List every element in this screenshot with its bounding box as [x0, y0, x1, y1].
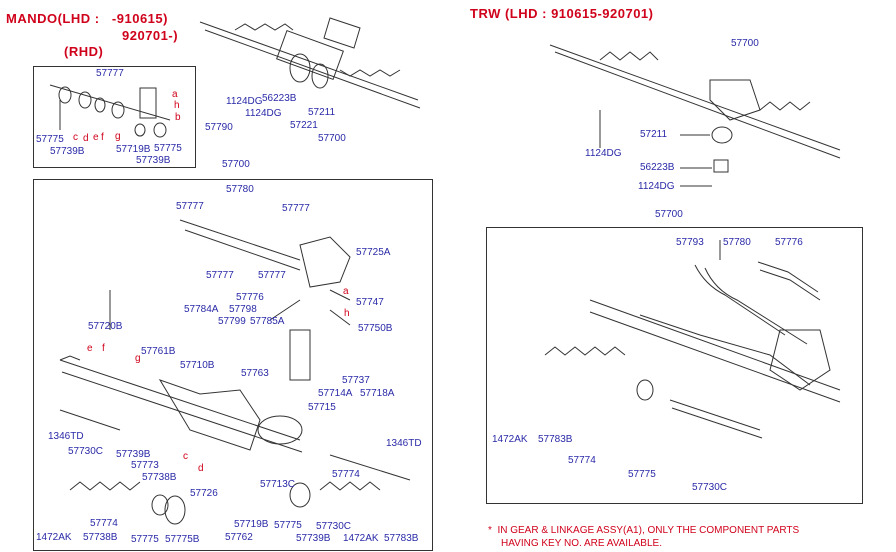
part-label: 1124DG: [585, 148, 622, 159]
key-letter: a: [172, 89, 178, 100]
part-label: 57783B: [384, 533, 419, 544]
part-label: 57739B: [50, 146, 85, 157]
part-label: 57774: [332, 469, 360, 480]
mando-header-line2: 920701-): [122, 28, 179, 43]
availability-note-line1: * IN GEAR & LINKAGE ASSY(A1), ONLY THE C…: [488, 525, 800, 536]
trw-header: TRW (LHD : 910615-920701): [470, 6, 654, 21]
part-label: 57739B: [116, 449, 151, 460]
part-label: 57774: [90, 518, 118, 529]
part-label: 57785A: [250, 316, 285, 327]
key-letter: g: [115, 131, 121, 142]
mando-header: MANDO(LHD : -910615): [6, 11, 168, 26]
key-letter: e: [93, 132, 99, 143]
rhd-box: [33, 66, 196, 168]
part-label: 57780: [226, 184, 254, 195]
part-label: 57710B: [180, 360, 215, 371]
key-letter: g: [135, 353, 141, 364]
mando-gear-box: [33, 179, 433, 551]
key-letter: f: [102, 343, 105, 354]
part-label: 1124DG: [638, 181, 675, 192]
key-letter: c: [183, 451, 188, 462]
part-label: 57774: [568, 455, 596, 466]
part-label: 1346TD: [386, 438, 422, 449]
key-letter: d: [83, 133, 89, 144]
part-label: 57776: [236, 292, 264, 303]
part-label: 57726: [190, 488, 218, 499]
part-label: 57784A: [184, 304, 219, 315]
part-label: 57775: [131, 534, 159, 545]
key-letter: e: [87, 343, 93, 354]
key-letter: a: [343, 286, 349, 297]
part-label: 57739B: [136, 155, 171, 166]
part-label: 57777: [176, 201, 204, 212]
part-label: 57714A: [318, 388, 353, 399]
key-letter: f: [101, 132, 104, 143]
rhd-header: (RHD): [64, 44, 104, 59]
part-label: 57798: [229, 304, 257, 315]
part-label: 57737: [342, 375, 370, 386]
part-label: 57738B: [83, 532, 118, 543]
part-label: 57713C: [260, 479, 296, 490]
part-label: 57761B: [141, 346, 176, 357]
part-label: 57783B: [538, 434, 573, 445]
part-label: 57718A: [360, 388, 395, 399]
part-label: 57730C: [316, 521, 352, 532]
part-label: 57720B: [88, 321, 123, 332]
part-label: 57719B: [234, 519, 269, 530]
part-label: 57763: [241, 368, 269, 379]
part-label: 57730C: [692, 482, 728, 493]
part-label: 57700: [222, 159, 250, 170]
part-label: 57700: [655, 209, 683, 220]
part-label: 57776: [775, 237, 803, 248]
key-letter: d: [198, 463, 204, 474]
part-label: 57700: [731, 38, 759, 49]
part-label: 1124DG: [245, 108, 282, 119]
part-label: 57777: [206, 270, 234, 281]
part-label: 57793: [676, 237, 704, 248]
part-label: 57775: [274, 520, 302, 531]
part-label: 57775: [36, 134, 64, 145]
part-label: 57725A: [356, 247, 391, 258]
part-label: 57221: [290, 120, 318, 131]
part-label: 57719B: [116, 144, 151, 155]
part-label: 1472AK: [343, 533, 379, 544]
part-label: 1472AK: [36, 532, 72, 543]
key-letter: h: [344, 308, 350, 319]
part-label: 1472AK: [492, 434, 528, 445]
key-letter: c: [73, 132, 78, 143]
part-label: 57777: [258, 270, 286, 281]
part-label: 57777: [282, 203, 310, 214]
part-label: 56223B: [640, 162, 675, 173]
part-label: 57211: [308, 107, 336, 118]
part-label: 57799: [218, 316, 246, 327]
part-label: 57762: [225, 532, 253, 543]
part-label: 57775B: [165, 534, 200, 545]
part-label: 57739B: [296, 533, 331, 544]
part-label: 57780: [723, 237, 751, 248]
part-label: 57750B: [358, 323, 393, 334]
part-label: 57775: [154, 143, 182, 154]
part-label: 57715: [308, 402, 336, 413]
part-label: 57773: [131, 460, 159, 471]
part-label: 1124DG: [226, 96, 263, 107]
part-label: 57211: [640, 129, 668, 140]
availability-note-line2: HAVING KEY NO. ARE AVAILABLE.: [501, 538, 662, 549]
part-label: 57747: [356, 297, 384, 308]
part-label: 57777: [96, 68, 124, 79]
trw-gear-box: [486, 227, 863, 504]
part-label: 57730C: [68, 446, 104, 457]
part-label: 1346TD: [48, 431, 84, 442]
part-label: 57775: [628, 469, 656, 480]
key-letter: b: [175, 112, 181, 123]
part-label: 57738B: [142, 472, 177, 483]
part-label: 56223B: [262, 93, 297, 104]
part-label: 57790: [205, 122, 233, 133]
key-letter: h: [174, 100, 180, 111]
part-label: 57700: [318, 133, 346, 144]
